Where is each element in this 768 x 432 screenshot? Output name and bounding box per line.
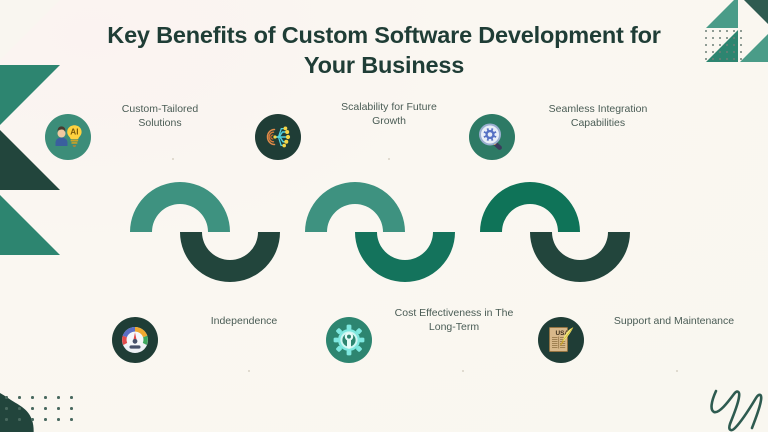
arc-down-3 xyxy=(530,232,630,282)
arc-up-3 xyxy=(480,182,580,232)
benefit-icon-gauge-speedometer[interactable] xyxy=(112,317,158,363)
triangle-shape xyxy=(0,130,60,190)
person-lightbulb-ai-icon: AI xyxy=(55,125,82,148)
bottom-left-blob-decoration xyxy=(0,368,120,432)
benefit-label-cost-effectiveness-long-term: Cost Effectiveness in The Long-Term xyxy=(394,307,514,333)
gear-wrench-icon xyxy=(333,324,365,356)
magnifier-gear-icon xyxy=(479,123,502,150)
speck-dot xyxy=(462,370,464,372)
arc-up-2 xyxy=(305,182,405,232)
top-left-triangle-decoration xyxy=(0,0,60,255)
triangle-shape xyxy=(706,30,738,62)
benefit-label-scalability-for-future-growth: Scalability for Future Growth xyxy=(341,101,437,127)
benefit-icon-gear-wrench[interactable] xyxy=(326,317,372,363)
blob-shape xyxy=(0,393,34,432)
gauge-speedometer-icon xyxy=(122,327,148,353)
speck-dot xyxy=(172,158,174,160)
benefit-icon-magnifier-gear[interactable] xyxy=(469,114,515,160)
wave-svg xyxy=(130,182,630,282)
zigzag-scribble-shape xyxy=(710,389,763,432)
benefit-label-support-and-maintenance: Support and Maintenance xyxy=(613,315,735,327)
benefit-label-seamless-integration-capabilities: Seamless Integration Capabilities xyxy=(548,103,648,129)
speck-dot xyxy=(248,370,250,372)
top-right-dot-grid xyxy=(705,30,747,65)
benefit-icon-document-quill-usa[interactable]: USA xyxy=(538,317,584,363)
document-quill-usa-icon: USA xyxy=(549,327,574,352)
bottom-right-scribble-decoration xyxy=(700,378,768,432)
benefit-icon-neural-network-circuit[interactable] xyxy=(255,114,301,160)
arc-down-1 xyxy=(180,232,280,282)
benefit-icon-person-lightbulb-ai[interactable]: AI xyxy=(45,114,91,160)
interlocking-arc-wave-divider xyxy=(130,172,640,297)
arc-up-1 xyxy=(130,182,230,232)
top-right-triangle-decoration xyxy=(706,0,768,62)
page-title: Key Benefits of Custom Software Developm… xyxy=(107,22,661,79)
neural-network-circuit-icon xyxy=(266,126,291,148)
arc-down-2 xyxy=(355,232,455,282)
benefit-label-custom-tailored-solutions: Custom-Tailored Solutions xyxy=(121,103,199,129)
triangle-shape xyxy=(706,0,738,28)
triangle-shape xyxy=(0,195,60,255)
speck-dot xyxy=(676,370,678,372)
svg-text:AI: AI xyxy=(70,128,78,137)
bottom-left-dot-grid xyxy=(5,396,83,429)
triangle-shape xyxy=(744,0,768,24)
triangle-shape xyxy=(0,0,60,60)
svg-text:USA: USA xyxy=(556,330,570,337)
speck-dot xyxy=(388,158,390,160)
benefit-label-independence: Independence xyxy=(210,315,278,327)
triangle-shape xyxy=(740,34,768,62)
triangle-shape xyxy=(0,65,60,125)
